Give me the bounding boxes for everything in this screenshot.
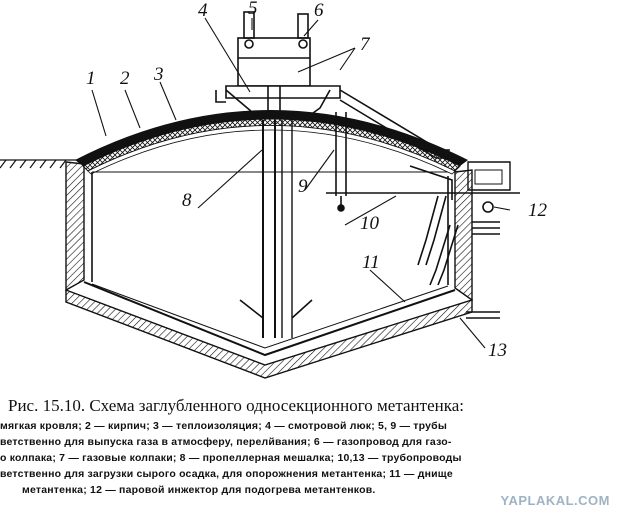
label-7: 7 [360,34,371,55]
label-13: 13 [488,340,507,361]
discharge-pipe [466,311,500,319]
label-6: 6 [314,0,324,21]
ground-surface [0,159,78,169]
label-10: 10 [360,213,380,234]
steam-injector [417,195,500,286]
caption-title: Рис. 15.10. Схема заглубленного односекц… [8,396,464,415]
dome-roof [75,110,468,175]
conical-bottom [65,281,473,379]
pipes-right [326,112,520,212]
label-8: 8 [182,190,192,211]
digester-diagram: 4 5 6 7 1 2 3 9 8 10 12 11 13 [0,0,548,379]
label-2: 2 [120,68,130,89]
figure-labels: 4 5 6 7 1 2 3 9 8 10 12 11 13 [86,0,548,361]
label-5: 5 [248,0,258,19]
label-4: 4 [198,0,208,21]
label-9: 9 [298,176,308,197]
label-12: 12 [528,200,548,221]
caption-line-2: ветственно для выпуска газа в атмосферу,… [0,436,452,448]
propeller-mixer [239,120,313,338]
caption-line-4: ветственно для загрузки сырого осадка, д… [0,468,453,480]
caption-line-3: о колпака; 7 — газовые колпаки; 8 — проп… [0,452,462,464]
label-11: 11 [362,252,380,273]
leader-lines [91,17,511,349]
gas-cap-assembly [215,11,452,159]
label-1: 1 [86,68,96,89]
label-3: 3 [153,64,164,85]
caption-line-5: метантенка; 12 — паровой инжектор для по… [22,484,376,496]
caption-line-1: мягкая кровля; 2 — кирпич; 3 — теплоизол… [0,420,448,432]
watermark: YAPLAKAL.COM [500,493,610,508]
left-wall [65,161,93,292]
